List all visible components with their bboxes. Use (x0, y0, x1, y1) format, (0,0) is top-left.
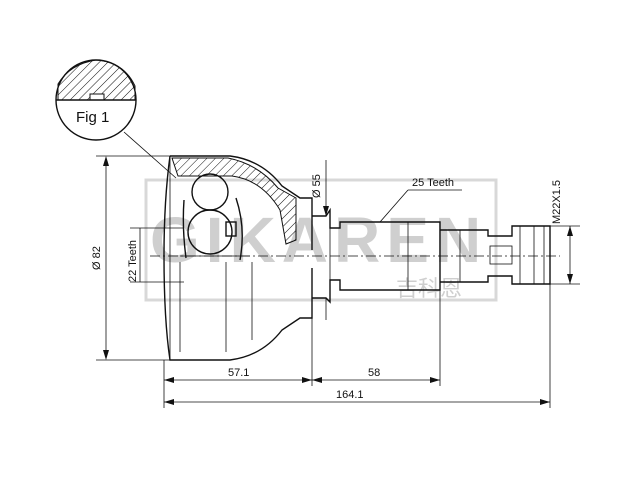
label-shaft-diameter: Ø 55 (311, 174, 323, 198)
dim-lengths: 57.1 58 164.1 (163, 284, 551, 408)
label-thread: M22X1.5 (551, 180, 563, 224)
label-length-shaft: 58 (368, 367, 380, 379)
dim-thread: M22X1.5 (550, 180, 580, 285)
dim-shaft-diameter: Ø 55 (311, 160, 329, 320)
label-outer-diameter: Ø 82 (91, 246, 103, 270)
detail-hatch (57, 59, 136, 101)
detail-leader (123, 131, 177, 179)
watermark-frame (144, 178, 498, 302)
ball-lower (187, 209, 233, 255)
detail-view: Fig 1 (55, 59, 177, 179)
label-inner-teeth: 22 Teeth (127, 240, 139, 282)
watermark-subtext: 吉科恩 (396, 276, 462, 301)
label-outer-teeth: 25 Teeth (412, 177, 454, 189)
joint-body (150, 155, 560, 361)
dim-inner-teeth: 22 Teeth (127, 227, 184, 283)
dim-outer-diameter: Ø 82 (91, 155, 170, 361)
label-length-body: 57.1 (228, 367, 249, 379)
label-length-total: 164.1 (336, 389, 364, 401)
detail-label: Fig 1 (76, 109, 109, 126)
dim-outer-teeth: 25 Teeth (379, 177, 462, 223)
watermark-text: GIKAREN (150, 204, 487, 276)
